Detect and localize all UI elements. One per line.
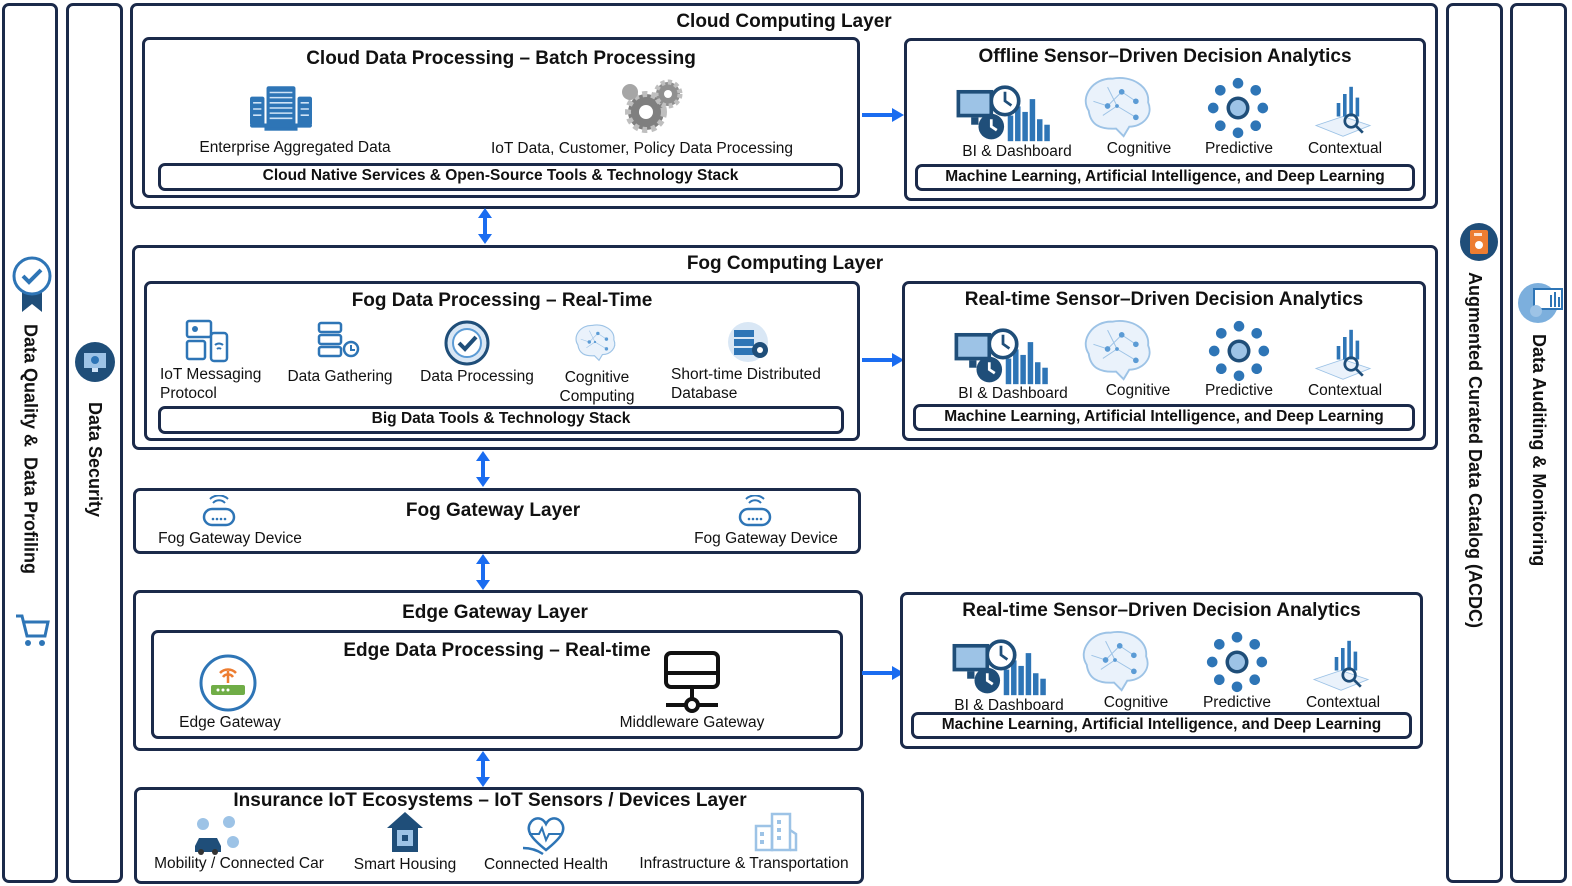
monitoring-dashboard-icon xyxy=(1518,283,1563,323)
data-auditing-panel: Data Auditing & Monitoring xyxy=(1510,3,1567,883)
fog-gateway-device-icon xyxy=(201,495,237,529)
predictive-icon xyxy=(1206,631,1268,693)
distributed-database-icon xyxy=(728,322,768,362)
edge-gateway-label: Edge Gateway xyxy=(179,714,281,731)
acdc-panel: Augmented Curated Data Catalog (ACDC) xyxy=(1446,3,1503,883)
data-processing-label: Data Processing xyxy=(420,368,534,385)
ml-ai-dl-bar: Machine Learning, Artificial Intelligenc… xyxy=(913,404,1415,431)
connected-car-icon xyxy=(195,816,239,855)
cognitive-computing-icon xyxy=(567,322,623,362)
predictive-label: Predictive xyxy=(1202,694,1272,711)
big-data-tech-stack: Big Data Tools & Technology Stack xyxy=(158,406,844,434)
edge-analytics-panel: Real-time Sensor–Driven Decision Analyti… xyxy=(900,592,1423,749)
contextual-label: Contextual xyxy=(1307,140,1383,157)
contextual-icon xyxy=(1311,328,1375,382)
data-security-label: Data Security xyxy=(85,402,105,518)
fog-processing-panel: Fog Data Processing – Real-Time IoT Mess… xyxy=(144,281,860,441)
cognitive-label: Cognitive xyxy=(1105,382,1171,399)
cloud-processing-panel: Cloud Data Processing – Batch Processing… xyxy=(142,37,860,198)
fog-gateway-layer: Fog Gateway Layer Fog Gateway Device Fog… xyxy=(133,488,861,554)
arrow-right-icon xyxy=(862,108,904,122)
cloud-tech-stack: Cloud Native Services & Open-Source Tool… xyxy=(158,163,843,191)
cloud-analytics-panel: Offline Sensor–Driven Decision Analytics… xyxy=(904,38,1426,201)
data-auditing-label: Data Auditing & Monitoring xyxy=(1529,334,1549,567)
analytics-title: Real-time Sensor–Driven Decision Analyti… xyxy=(964,289,1364,310)
predictive-label: Predictive xyxy=(1204,382,1274,399)
connected-health-icon xyxy=(522,817,565,856)
data-gathering-label: Data Gathering xyxy=(287,368,393,385)
iot-layer-title: Insurance IoT Ecosystems – IoT Sensors /… xyxy=(233,790,747,811)
connected-health-label: Connected Health xyxy=(483,856,609,873)
iot-data-processing-label: IoT Data, Customer, Policy Data Processi… xyxy=(490,140,794,157)
data-security-panel: Data Security xyxy=(66,3,123,883)
cognitive-label: Cognitive xyxy=(1106,140,1172,157)
predictive-icon xyxy=(1208,320,1270,382)
bi-dashboard-label: BI & Dashboard xyxy=(954,697,1064,714)
analytics-title: Offline Sensor–Driven Decision Analytics xyxy=(978,46,1352,67)
bidirectional-arrow-icon xyxy=(476,751,490,787)
distributed-database-label: Short-time Distributed Database xyxy=(671,366,821,402)
cognitive-brain-icon xyxy=(1077,627,1153,693)
edge-layer-title: Edge Gateway Layer xyxy=(402,602,588,623)
data-quality-panel: Data Quality & Data Profiling xyxy=(2,3,58,883)
cloud-layer-title: Cloud Computing Layer xyxy=(676,11,892,32)
mobility-label: Mobility / Connected Car xyxy=(154,855,324,872)
middleware-gateway-label: Middleware Gateway xyxy=(619,714,765,731)
iot-messaging-icon xyxy=(185,319,229,363)
infrastructure-label: Infrastructure & Transportation xyxy=(639,855,849,872)
ml-ai-dl-bar: Machine Learning, Artificial Intelligenc… xyxy=(915,164,1415,191)
certified-badge-icon xyxy=(12,256,52,312)
contextual-label: Contextual xyxy=(1307,382,1383,399)
bi-dashboard-icon xyxy=(951,322,1055,386)
fog-processing-title: Fog Data Processing – Real-Time xyxy=(351,290,653,311)
fog-gateway-device-label: Fog Gateway Device xyxy=(158,530,302,547)
data-gathering-icon xyxy=(317,321,360,358)
smart-housing-label: Smart Housing xyxy=(353,856,457,873)
contextual-label: Contextual xyxy=(1305,694,1381,711)
data-processing-icon xyxy=(444,320,490,366)
predictive-label: Predictive xyxy=(1204,140,1274,157)
gears-icon xyxy=(616,78,686,134)
fog-gateway-device-icon xyxy=(737,495,773,529)
bidirectional-arrow-icon xyxy=(476,554,490,590)
cognitive-label: Cognitive xyxy=(1103,694,1169,711)
fog-layer-title: Fog Computing Layer xyxy=(686,253,884,274)
bi-dashboard-label: BI & Dashboard xyxy=(958,385,1068,402)
contextual-icon xyxy=(1311,85,1375,139)
iot-messaging-label: IoT Messaging Protocol xyxy=(160,366,262,402)
security-monitor-icon xyxy=(75,342,115,382)
bi-dashboard-icon xyxy=(949,633,1053,697)
arrow-right-icon xyxy=(862,666,904,680)
bidirectional-arrow-icon xyxy=(478,208,492,244)
fog-gateway-title: Fog Gateway Layer xyxy=(405,500,581,521)
ml-ai-dl-bar: Machine Learning, Artificial Intelligenc… xyxy=(911,712,1412,739)
fog-analytics-panel: Real-time Sensor–Driven Decision Analyti… xyxy=(902,281,1426,441)
predictive-icon xyxy=(1207,77,1269,139)
data-quality-label: Data Quality & Data Profiling xyxy=(20,324,41,575)
edge-processing-title: Edge Data Processing – Real-time xyxy=(343,640,651,661)
bi-dashboard-label: BI & Dashboard xyxy=(962,143,1072,160)
bi-dashboard-icon xyxy=(953,79,1057,143)
server-rack-icon xyxy=(250,86,312,132)
bidirectional-arrow-icon xyxy=(476,451,490,487)
enterprise-data-label: Enterprise Aggregated Data xyxy=(199,139,391,156)
cart-icon xyxy=(16,614,50,646)
smart-house-icon xyxy=(387,812,423,852)
contextual-icon xyxy=(1309,639,1373,693)
cognitive-computing-label: Cognitive Computing xyxy=(559,369,635,405)
infrastructure-building-icon xyxy=(754,812,798,852)
cognitive-brain-icon xyxy=(1079,316,1155,382)
edge-router-icon xyxy=(199,654,257,712)
fog-gateway-device-label: Fog Gateway Device xyxy=(694,530,838,547)
iot-ecosystem-layer: Insurance IoT Ecosystems – IoT Sensors /… xyxy=(134,787,864,884)
middleware-network-icon xyxy=(664,651,720,713)
cognitive-brain-icon xyxy=(1079,73,1155,139)
edge-processing-panel: Edge Data Processing – Real-time Edge Ga… xyxy=(151,630,843,739)
analytics-title: Real-time Sensor–Driven Decision Analyti… xyxy=(962,600,1361,621)
cloud-processing-title: Cloud Data Processing – Batch Processing xyxy=(306,48,696,69)
arrow-right-icon xyxy=(862,353,904,367)
acdc-label: Augmented Curated Data Catalog (ACDC) xyxy=(1465,272,1485,629)
catalog-book-icon xyxy=(1460,223,1498,261)
